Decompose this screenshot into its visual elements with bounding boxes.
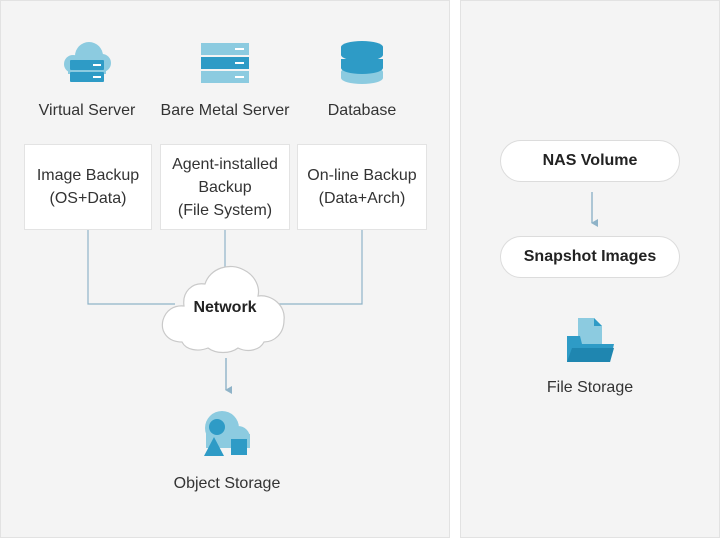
network-cloud-icon: [161, 265, 285, 354]
image-backup-label: Image Backup (OS+Data): [36, 167, 140, 207]
snapshot-images-pill: Snapshot Images: [500, 236, 680, 278]
object-storage-icon: [204, 411, 250, 456]
connector-online-backup: [276, 229, 363, 305]
agent-installed-backup-label: Agent-installed Backup (File System): [172, 155, 278, 219]
database-icon: [341, 41, 383, 84]
bare-metal-server-icon: [201, 43, 249, 83]
database-label: Database: [327, 102, 397, 119]
bare-metal-server-label: Bare Metal Server: [160, 102, 290, 119]
file-storage-label: File Storage: [546, 379, 634, 396]
image-backup-box: Image Backup (OS+Data): [24, 144, 152, 230]
virtual-server-cloud-icon: [64, 42, 111, 82]
object-storage-label: Object Storage: [173, 475, 281, 492]
online-backup-box: On-line Backup (Data+Arch): [297, 144, 427, 230]
connector-image-backup: [87, 229, 175, 305]
network-label: Network: [193, 299, 257, 316]
virtual-server-label: Virtual Server: [38, 102, 136, 119]
file-storage-folder-icon: [567, 318, 614, 362]
online-backup-label: On-line Backup (Data+Arch): [307, 167, 417, 207]
nas-volume-pill: NAS Volume: [500, 140, 680, 182]
agent-installed-backup-box: Agent-installed Backup (File System): [160, 144, 290, 230]
